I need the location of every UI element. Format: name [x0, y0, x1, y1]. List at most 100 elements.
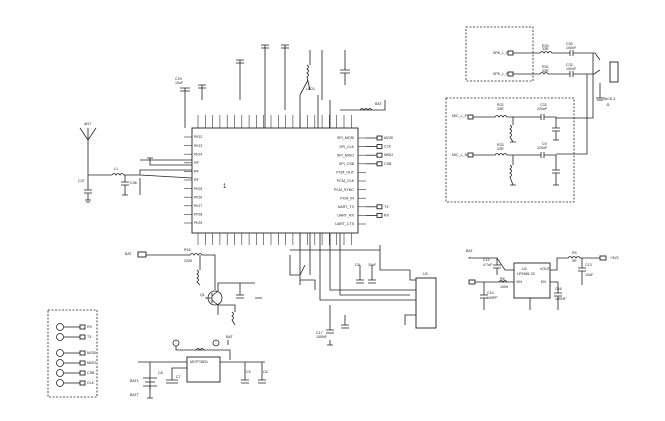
test-point[interactable]	[56, 359, 64, 367]
regulator-ref: U4	[522, 267, 527, 271]
charger-c2: C7	[176, 375, 181, 379]
c9-label: C9	[542, 142, 547, 146]
led-label: LED1	[306, 87, 315, 91]
audio-out-circuit: SPK_L_P SPK_L_N R30 33R C30 100nF R31 33…	[445, 26, 619, 203]
c29-value: 10uF	[175, 81, 184, 85]
c17-label: C17	[316, 331, 323, 335]
c32-value: 100nF	[566, 67, 577, 71]
ic-left-pin-label: PIO2	[194, 135, 202, 139]
ic-right-pin-label: PCM_OUT	[336, 171, 354, 175]
test-point-connector	[79, 334, 86, 340]
charger-ic[interactable]	[186, 356, 221, 383]
reg-rout: R5	[572, 251, 577, 255]
reg-cin-val: 4.7uF	[483, 263, 493, 267]
ic-left-pin-label: PIO6	[194, 195, 202, 199]
charger-c4: C6	[263, 370, 268, 374]
jack-ref: J1	[606, 103, 610, 107]
regulator-part: LP2985-33	[517, 272, 535, 276]
r16-value: 220K	[184, 259, 193, 263]
test-point-connector	[79, 380, 86, 386]
net-connector[interactable]	[376, 212, 383, 218]
bus-to-u3: U3 C6 10uF C17 100NF	[289, 233, 437, 346]
reg-r: R6	[500, 277, 505, 281]
ic-right-pin-label: SPI_MOSI	[337, 136, 354, 140]
reg-ca: C14	[487, 291, 494, 295]
bat-net-label: BAT	[375, 102, 383, 106]
c37-label: C37	[78, 179, 85, 183]
r30-value: 33R	[542, 47, 549, 51]
net-connector[interactable]	[376, 161, 383, 167]
r31-label: R31	[542, 65, 549, 69]
c9-value: 220nF	[537, 146, 548, 150]
ic-right-pin-label: PCM_SYNC	[334, 188, 354, 192]
battery-label: BATT	[130, 393, 140, 397]
charger-vbat: BAT	[226, 335, 234, 339]
c17-value: 100NF	[316, 335, 328, 339]
test-point[interactable]	[56, 333, 64, 341]
ic-right-pin-label: UART_CTS	[335, 222, 355, 226]
reg-cout: C13	[585, 263, 592, 267]
c29-label: C29	[175, 77, 182, 81]
ic-right-pin-label: SPI_CLK	[339, 145, 354, 149]
test-point-label: MISO	[87, 361, 96, 365]
reg-r-val: 100K	[500, 285, 509, 289]
test-point[interactable]	[56, 369, 64, 377]
spk-p-label: SPK_L_P	[493, 51, 509, 55]
transistor-stage: BAT R16 220K Q1	[125, 248, 262, 326]
u3-ic[interactable]	[415, 277, 437, 329]
test-point-connector	[79, 370, 86, 376]
net-connector[interactable]	[376, 144, 383, 150]
test-point[interactable]	[56, 323, 64, 331]
net-connector[interactable]	[376, 135, 383, 141]
test-point-label: CLK	[87, 381, 95, 385]
ic-right-pin-label: UART_RX	[337, 214, 354, 218]
r32-value: 33R	[497, 107, 504, 111]
net-connector[interactable]	[376, 152, 383, 158]
test-point-label: RX	[87, 325, 93, 329]
test-point-label: MOSI	[87, 351, 96, 355]
ic-left-pin-label: RF	[194, 178, 200, 182]
test-point[interactable]	[56, 349, 64, 357]
net-connector[interactable]	[376, 204, 383, 210]
c33-label: C33	[540, 103, 547, 107]
r31-value: 33R	[542, 69, 549, 73]
antenna-label: ANT	[84, 122, 92, 126]
regulator-ic[interactable]	[513, 262, 551, 299]
test-point[interactable]	[56, 379, 64, 387]
regulator-vin: VIN	[516, 280, 522, 284]
ic-left-pin-label: PIO4	[194, 152, 202, 156]
net-label: TX	[384, 205, 389, 209]
c30-value: 100nF	[566, 46, 577, 50]
ic-left-pin-label: RF	[194, 161, 200, 165]
main-ic[interactable]: 1	[191, 127, 359, 234]
ic-right-pin-label: PCM_CLK	[337, 179, 355, 183]
reg-cb-val: 100NF	[555, 297, 567, 301]
r33-value: 33R	[497, 147, 504, 151]
battery-ref: BAT1	[130, 379, 139, 383]
u3-label: U3	[423, 272, 428, 276]
regulator-vout: VOUT	[540, 267, 551, 271]
reg-cb: C16	[555, 287, 562, 291]
regulator-bat: BAT	[466, 249, 474, 253]
test-point-connector	[79, 350, 86, 356]
reg-cin: C12	[483, 258, 490, 262]
net-label: MISO	[384, 153, 393, 157]
r32-label: R32	[497, 103, 504, 107]
ic-right-pin-label: SPI_MISO	[337, 153, 354, 157]
test-point-connector	[79, 324, 86, 330]
ic-left-pin-label: PIO5	[194, 187, 202, 191]
antenna: ANT L1 C37 C38	[78, 122, 193, 203]
charger-c1: C8	[158, 371, 163, 375]
ic-left-pin-label: PIO8	[194, 213, 202, 217]
net-label: CSB	[384, 162, 392, 166]
r33-label: R33	[497, 143, 504, 147]
r30-label: R30	[542, 44, 549, 48]
ic-left-pin-label: PIO9	[194, 221, 202, 225]
reg-rout-val: 0R	[572, 259, 577, 263]
test-point-label: TX	[87, 335, 92, 339]
ic-right-pin-label: PCM_IN	[340, 196, 354, 200]
